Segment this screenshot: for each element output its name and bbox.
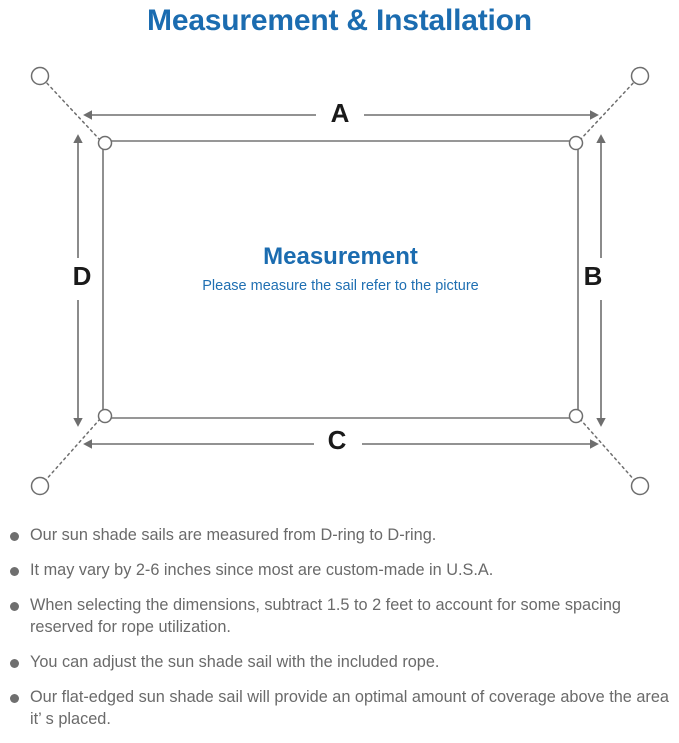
bullet-icon [10, 602, 19, 611]
list-item: Our sun shade sails are measured from D-… [0, 524, 679, 546]
list-item-text: When selecting the dimensions, subtract … [30, 596, 621, 636]
list-item-text: You can adjust the sun shade sail with t… [30, 653, 440, 671]
list-item-text: It may vary by 2-6 inches since most are… [30, 561, 494, 579]
list-item: When selecting the dimensions, subtract … [0, 594, 679, 638]
anchor-point-bottom-right [630, 476, 650, 496]
list-item: Our flat-edged sun shade sail will provi… [0, 686, 679, 730]
sail-diagram [30, 66, 650, 496]
d-ring-bottom-left [97, 408, 113, 424]
list-item-text: Our flat-edged sun shade sail will provi… [30, 688, 669, 728]
sail-body [102, 140, 579, 419]
anchor-point-top-left [30, 66, 50, 86]
d-ring-top-left [97, 135, 113, 151]
dimension-label-c: C [327, 425, 347, 455]
rope-bottom-left [43, 418, 101, 483]
anchor-point-top-right [630, 66, 650, 86]
anchor-point-bottom-left [30, 476, 50, 496]
dimension-label-d: D [72, 261, 92, 291]
notes-list: Our sun shade sails are measured from D-… [0, 524, 679, 743]
bullet-icon [10, 694, 19, 703]
bullet-icon [10, 659, 19, 668]
list-item-text: Our sun shade sails are measured from D-… [30, 526, 437, 544]
sail-center-heading: Measurement [263, 243, 418, 270]
d-ring-bottom-right [568, 408, 584, 424]
bullet-icon [10, 532, 19, 541]
rope-bottom-right [579, 418, 637, 483]
d-ring-top-right [568, 135, 584, 151]
bullet-icon [10, 567, 19, 576]
list-item: You can adjust the sun shade sail with t… [0, 651, 679, 673]
list-item: It may vary by 2-6 inches since most are… [0, 559, 679, 581]
dimension-label-b: B [583, 261, 603, 291]
rope-top-right [579, 79, 637, 141]
sail-center-subtext: Please measure the sail refer to the pic… [202, 278, 479, 294]
page-title: Measurement & Installation [147, 4, 532, 37]
rope-top-left [43, 79, 101, 141]
dimension-label-a: A [330, 98, 350, 128]
